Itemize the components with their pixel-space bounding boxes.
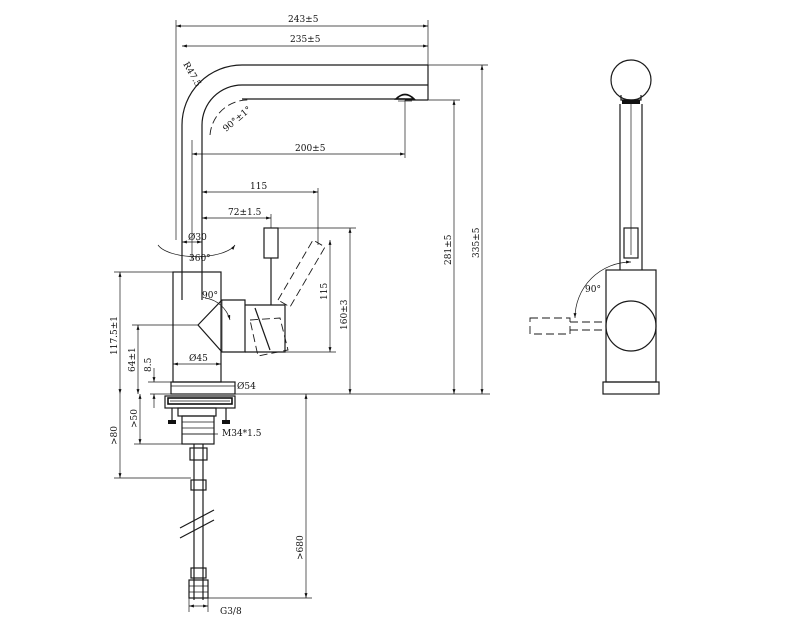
dim-335: 335±5 xyxy=(472,227,482,258)
dim-243: 243±5 xyxy=(288,15,319,25)
horizontal-dimensions xyxy=(171,20,429,612)
dim-281: 281±5 xyxy=(444,234,454,265)
dim-160: 160±3 xyxy=(340,299,350,330)
label-dia30: Ø30 xyxy=(188,232,207,243)
side-view xyxy=(529,59,660,395)
dim-200: 200±5 xyxy=(295,144,326,154)
dim-117: 117.5±1 xyxy=(110,316,120,355)
dim-235: 235±5 xyxy=(290,35,321,45)
label-side-angle-90: 90° xyxy=(585,285,601,295)
label-m34: M34*1.5 xyxy=(222,429,262,439)
spout-body xyxy=(181,64,429,300)
label-angle-90a: 90°±1° xyxy=(222,105,254,134)
vertical-dimensions xyxy=(114,64,488,599)
dim-115-vertical: 115 xyxy=(320,283,330,300)
dim-gt680: >680 xyxy=(296,535,306,560)
dim-gt80: >80 xyxy=(110,426,120,445)
aerator-icon xyxy=(394,93,416,100)
bend-arc xyxy=(209,99,251,136)
label-rot360: 360° xyxy=(189,254,211,264)
label-r47: R47.5 xyxy=(180,61,202,89)
dim-64: 64±1 xyxy=(128,347,138,372)
dim-115-horizontal: 115 xyxy=(250,182,267,192)
dim-72: 72±1.5 xyxy=(228,208,262,218)
mounting-assembly xyxy=(164,395,236,600)
dim-8-5: 8.5 xyxy=(144,357,154,372)
label-dia45: Ø45 xyxy=(189,353,208,364)
dim-gt50: >50 xyxy=(130,409,140,428)
faucet-body xyxy=(170,227,326,395)
rotation-arc xyxy=(157,244,236,258)
label-g38: G3/8 xyxy=(220,607,242,617)
label-dia54: Ø54 xyxy=(237,381,256,392)
label-angle-90b: 90° xyxy=(202,291,218,301)
